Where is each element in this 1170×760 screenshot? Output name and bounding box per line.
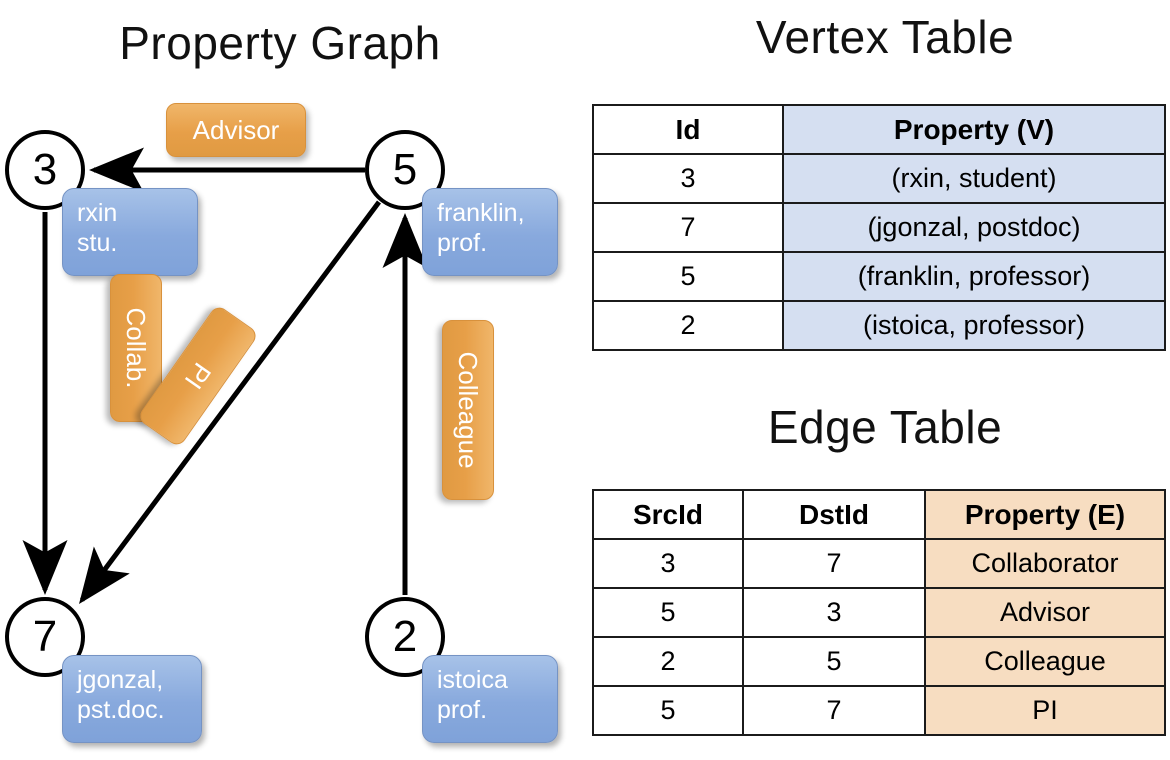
node-property-istoica: istoica prof. <box>422 655 558 743</box>
vertex-cell-property: (jgonzal, postdoc) <box>782 202 1166 253</box>
edge-cell-srcid: 5 <box>592 587 744 638</box>
edge-table-header-srcid: SrcId <box>592 489 744 540</box>
table-row: 3 7 Collaborator <box>592 538 1166 589</box>
vertex-table-header-id: Id <box>592 104 784 155</box>
node-property-franklin-line2: prof. <box>437 228 488 257</box>
node-property-rxin-line2: stu. <box>77 228 118 257</box>
edge-cell-property: PI <box>924 685 1166 736</box>
edge-table-header-property: Property (E) <box>924 489 1166 540</box>
vertex-cell-id: 7 <box>592 202 784 253</box>
edge-cell-srcid: 5 <box>592 685 744 736</box>
edge-cell-property: Colleague <box>924 636 1166 687</box>
table-row: 5 7 PI <box>592 685 1166 736</box>
table-row: 2 5 Colleague <box>592 636 1166 687</box>
table-row: 3 (rxin, student) <box>592 153 1166 204</box>
edge-table: SrcId DstId Property (E) 3 7 Collaborato… <box>592 489 1166 736</box>
edge-cell-dstid: 7 <box>742 538 926 589</box>
graph-edge-arrows <box>22 147 428 605</box>
node-property-istoica-line1: istoica <box>437 666 508 694</box>
vertex-cell-id: 2 <box>592 300 784 351</box>
node-property-rxin-line1: rxin <box>77 199 118 227</box>
node-property-jgonzal: jgonzal, pst.doc. <box>62 655 202 743</box>
edge-cell-dstid: 7 <box>742 685 926 736</box>
edge-table-header-dstid: DstId <box>742 489 926 540</box>
page-title-property-graph: Property Graph <box>119 17 441 69</box>
page-title-edge-table: Edge Table <box>767 401 1003 453</box>
node-property-istoica-line2: prof. <box>437 695 488 724</box>
edge-cell-srcid: 2 <box>592 636 744 687</box>
edge-cell-dstid: 3 <box>742 587 926 638</box>
vertex-table: Id Property (V) 3 (rxin, student) 7 (jgo… <box>592 104 1166 351</box>
edge-cell-srcid: 3 <box>592 538 744 589</box>
node-property-franklin-line1: franklin, <box>437 199 525 227</box>
node-property-rxin: rxin stu. <box>62 188 198 276</box>
edge-arrow-5-to-7 <box>79 200 382 605</box>
node-property-jgonzal-line1: jgonzal, <box>77 666 164 694</box>
vertex-cell-property: (franklin, professor) <box>782 251 1166 302</box>
property-graph-diagram: 3 5 7 2 rxin stu. franklin, prof. jgonza… <box>5 103 558 743</box>
edge-cell-property: Advisor <box>924 587 1166 638</box>
edge-label-advisor: Advisor <box>166 103 306 157</box>
edge-cell-property: Collaborator <box>924 538 1166 589</box>
vertex-table-header-row: Id Property (V) <box>592 104 1166 155</box>
vertex-cell-property: (rxin, student) <box>782 153 1166 204</box>
page-title-vertex-table: Vertex Table <box>755 11 1015 63</box>
node-property-jgonzal-line2: pst.doc. <box>77 695 165 724</box>
table-row: 2 (istoica, professor) <box>592 300 1166 351</box>
edge-table-header-row: SrcId DstId Property (E) <box>592 489 1166 540</box>
table-row: 5 (franklin, professor) <box>592 251 1166 302</box>
table-row: 5 3 Advisor <box>592 587 1166 638</box>
node-property-franklin: franklin, prof. <box>422 188 558 276</box>
vertex-cell-id: 5 <box>592 251 784 302</box>
edge-cell-dstid: 5 <box>742 636 926 687</box>
graph-node-2[interactable]: 2 <box>365 597 445 677</box>
edge-label-colleague: Colleague <box>442 320 494 500</box>
vertex-table-header-property: Property (V) <box>782 104 1166 155</box>
table-row: 7 (jgonzal, postdoc) <box>592 202 1166 253</box>
graph-node-5[interactable]: 5 <box>365 130 445 210</box>
vertex-cell-property: (istoica, professor) <box>782 300 1166 351</box>
vertex-cell-id: 3 <box>592 153 784 204</box>
